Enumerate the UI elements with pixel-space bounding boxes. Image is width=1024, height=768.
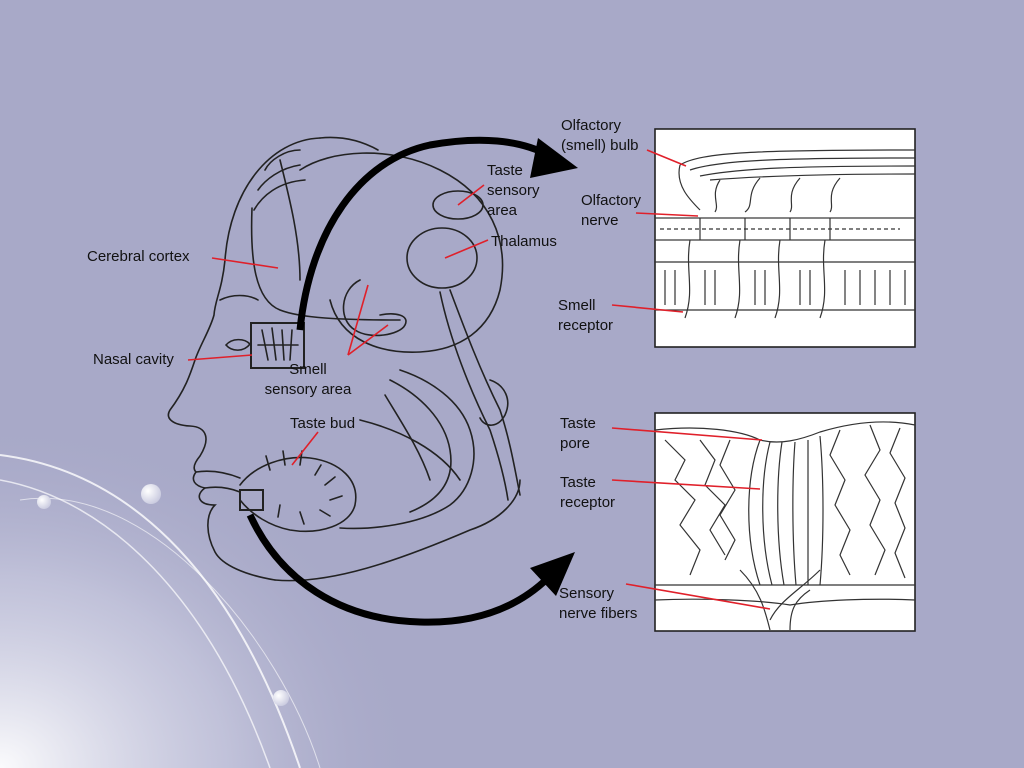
head-illustration [167, 136, 521, 582]
decor-bead [273, 690, 289, 706]
background-swoosh [0, 420, 420, 768]
leader-taste-receptor [611, 479, 761, 490]
leader-olfactory-nerve [635, 212, 699, 217]
leader-smell-area-a [347, 284, 369, 356]
leader-taste-bud [291, 431, 319, 466]
label-olfactory-nerve: Olfactory nerve [581, 192, 642, 229]
label-taste-pore: Taste pore [560, 415, 596, 452]
arrow-to-olfactory-inset [296, 136, 550, 331]
label-thalamus: Thalamus [491, 233, 557, 250]
leader-taste-sensory [457, 184, 485, 206]
leader-thalamus [444, 239, 489, 259]
curved-arrows [246, 136, 578, 626]
arrow-to-taste-inset [246, 513, 551, 626]
label-taste-receptor: Taste receptor [560, 474, 616, 511]
leader-sensory-nerve [625, 583, 771, 610]
leader-smell-receptor [611, 304, 684, 313]
leader-lines [187, 149, 771, 610]
label-olfactory-bulb: Olfactory (smell) bulb [561, 117, 639, 154]
arrowhead [530, 138, 578, 178]
leader-taste-pore [611, 427, 763, 441]
decor-bead [37, 495, 51, 509]
label-cerebral-cortex: Cerebral cortex [87, 248, 190, 265]
label-nasal-cavity: Nasal cavity [93, 351, 174, 368]
label-sensory-nerve-fibers: Sensory nerve fibers [559, 585, 638, 622]
leader-olfactory-bulb [646, 149, 687, 167]
leader-smell-area-b [347, 324, 389, 356]
olfactory-inset [654, 128, 916, 348]
label-taste-sensory-area: Taste sensory area [487, 162, 540, 219]
decor-bead [141, 484, 161, 504]
arrowhead [530, 552, 575, 596]
leader-nasal-cavity [187, 354, 253, 361]
label-taste-bud: Taste bud [290, 415, 356, 432]
leader-cerebral-cortex [211, 257, 279, 269]
label-smell-sensory-area: Smell sensory area [264, 361, 352, 398]
taste-inset [654, 412, 916, 632]
label-smell-receptor: Smell receptor [558, 297, 614, 334]
